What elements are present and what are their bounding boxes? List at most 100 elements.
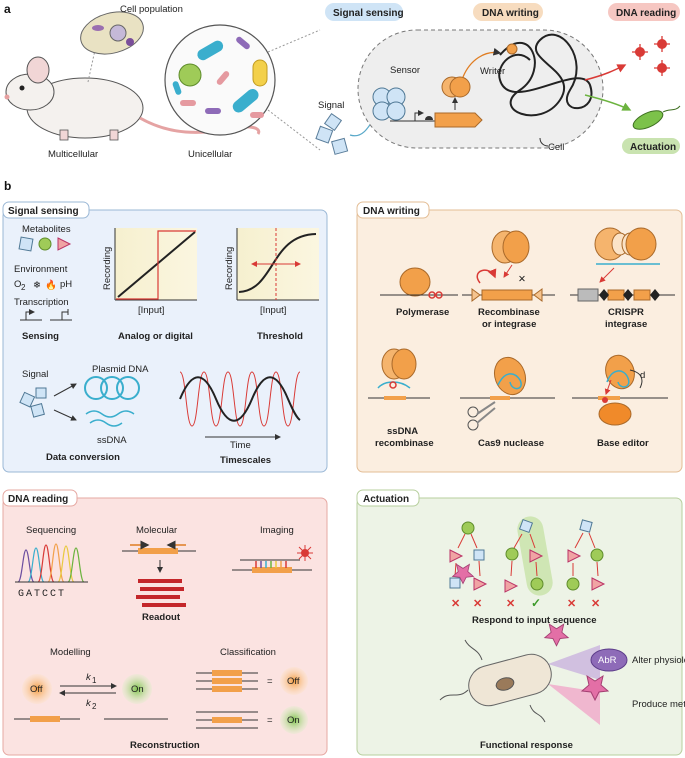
svg-text:✕: ✕ [473,598,482,610]
k1-label: k [86,672,92,683]
k2-subscript: 2 [92,702,97,711]
ssdna-recombinase-caption-1: ssDNA [387,426,418,437]
tab-dna-writing [473,3,543,21]
k1-subscript: 1 [92,676,97,685]
environment-label: Environment [14,264,68,275]
transcription-label: Transcription [14,297,69,308]
base-editor-d-label: d [640,370,645,381]
signal-squares-icon [315,112,349,155]
ssdna-recombinase-diagram [368,348,430,400]
flame-icon: 🔥 [45,279,57,291]
molecular-diagram [122,540,196,607]
on-state-icon [122,674,152,704]
cas9-nuclease-diagram [460,356,555,431]
multicellular-label: Multicellular [48,149,98,160]
dna-reading-panel [2,497,328,756]
threshold-plot [236,228,319,301]
on-label-class: On [287,715,300,726]
abr-label: AbR [598,655,617,666]
sensor-label: Sensor [390,65,420,76]
classification-off-group [196,667,308,695]
svg-text:✕: ✕ [451,598,460,610]
unicellular-population-icon [164,24,276,136]
tab-dna-reading-label: DNA reading [616,8,676,19]
polymerase-diagram [380,267,458,299]
snowflake-icon: ❄ [33,280,41,291]
cell-population-label: Cell population [120,4,183,15]
panel-b-letter: b [4,179,11,193]
classification-label: Classification [220,647,276,658]
animal-cell-icon [80,11,144,83]
dna-writing-header: DNA writing [363,206,420,217]
input-sequence-trees: ✕ ✕ ✕ ✓ ✕ ✕ [449,516,606,610]
metabolites-label: Metabolites [22,224,71,235]
modelling-label: Modelling [50,647,91,658]
respond-caption: Respond to input sequence [472,615,597,626]
input-axis-label-2: [Input] [260,305,286,316]
svg-text:✕: ✕ [506,598,515,610]
o2-subscript: 2 [21,283,26,292]
time-label: Time [230,440,251,451]
scissors-icon [467,401,496,431]
off-label-class: Off [287,676,300,687]
dna-reading-header: DNA reading [8,494,68,505]
tab-signal-sensing [325,3,403,21]
base-editor-diagram [572,354,668,426]
sensor-icon [372,87,406,121]
bacterium-actuation-icon [632,105,681,130]
base-editor-caption: Base editor [597,438,649,449]
polymerase-caption: Polymerase [396,307,449,318]
svg-text:✕: ✕ [518,274,526,285]
off-state-icon [22,674,52,704]
imaging-diagram [232,545,313,573]
alter-physiology-label: Alter physiology [632,655,685,666]
functional-response-caption: Functional response [480,740,573,751]
dna-writing-panel [356,209,683,473]
tab-dna-writing-label: DNA writing [482,8,539,19]
actuation-header: Actuation [363,494,409,505]
classification-on-group [196,706,308,734]
svg-text:✕: ✕ [591,598,600,610]
crispr-integrase-diagram [570,227,675,302]
imaging-label: Imaging [260,525,294,536]
signal-label-b: Signal [22,369,48,380]
metabolite-shapes-icon [18,236,72,252]
gene-arrow-icon [434,112,483,128]
sensing-caption: Sensing [22,331,59,342]
analog-digital-caption: Analog or digital [118,331,193,342]
timescales-waves [179,371,301,440]
analog-digital-plot [114,228,197,301]
signal-squares-b-icon [19,387,47,418]
writer-label: Writer [480,66,505,77]
reporter-star-icons [632,36,670,76]
recording-axis-label-2: Recording [224,247,235,290]
sequence-text: GATCCT [18,589,66,600]
readout-caption: Readout [142,612,181,623]
tab-actuation-label: Actuation [630,142,676,153]
equals-sign-2: = [267,715,273,726]
reconstruction-caption: Reconstruction [130,740,200,751]
data-conversion-caption: Data conversion [46,452,120,463]
svg-text:✓: ✓ [531,596,541,610]
threshold-caption: Threshold [257,331,303,342]
recording-axis-label-1: Recording [102,247,113,290]
on-label-model: On [131,684,144,695]
sequencing-trace [15,543,88,583]
o2-label: O [14,279,21,290]
tab-signal-sensing-label: Signal sensing [333,8,404,19]
signal-sensing-header: Signal sensing [8,206,79,217]
recombinase-diagram: ✕ [462,230,555,302]
tab-dna-reading [608,3,680,21]
crispr-caption-1: CRISPR [608,307,644,318]
recombinase-caption-1: Recombinase [478,307,540,318]
off-label-model: Off [30,684,43,695]
timescales-caption: Timescales [220,455,271,466]
dna-tangle-icon [498,33,593,117]
produce-metabolite-label: Produce metabolite [632,699,685,710]
equals-sign-1: = [267,676,273,687]
cell-label: Cell [548,142,564,153]
input-axis-label-1: [Input] [138,305,164,316]
recombinase-caption-2: or integrase [482,319,536,330]
plasmid-dna-icon [84,376,140,400]
